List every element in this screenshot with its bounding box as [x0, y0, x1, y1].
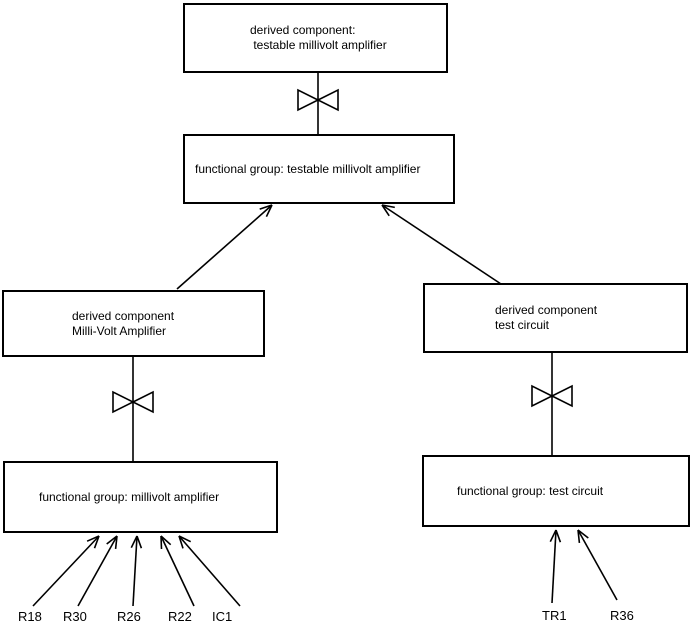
arrowhead [106, 535, 118, 545]
arrow-r36-to-fg-test-circuit [577, 529, 618, 601]
arrowhead [577, 529, 581, 543]
arrowhead [160, 535, 163, 550]
component-label-r30: R30 [63, 609, 87, 624]
node-fg-millivolt-amplifier: functional group: millivolt amplifier [3, 461, 278, 533]
node-derived-testable-amplifier: derived component: testable millivolt am… [183, 3, 448, 73]
component-label-r26: R26 [117, 609, 141, 624]
node-text-line: functional group: test circuit [457, 483, 604, 498]
arrowhead [555, 529, 562, 543]
arrowhead [160, 535, 172, 546]
node-derived-millivolt-amplifier: derived component Milli-Volt Amplifier [2, 290, 265, 357]
component-label-r18: R18 [18, 609, 42, 624]
arrowhead [93, 535, 100, 549]
node-text-line: derived component: [250, 23, 356, 37]
arrow-ic1-to-fg-mva [178, 535, 241, 607]
arrowhead [86, 535, 100, 542]
arrow-r22-to-fg-mva [160, 535, 195, 607]
arrowhead [577, 529, 589, 539]
node-text-line: functional group: testable millivolt amp… [195, 161, 421, 176]
arrowhead [259, 204, 273, 210]
arrow-r26-to-fg-mva [132, 535, 138, 607]
bowtie-icon [112, 390, 154, 414]
node-fg-testable-amplifier: functional group: testable millivolt amp… [183, 134, 455, 204]
arrowhead [381, 204, 395, 209]
component-label-r36: R36 [610, 608, 634, 623]
node-text-line: testable millivolt amplifier [250, 38, 387, 52]
node-text-line: derived component [495, 303, 598, 317]
node-text-line: Milli-Volt Amplifier [72, 323, 167, 338]
arrow-r30-to-fg-mva [77, 535, 118, 607]
bowtie-icon [297, 88, 339, 112]
component-label-ic1: IC1 [212, 609, 233, 624]
arrowhead [136, 535, 143, 549]
arrowhead [130, 535, 138, 549]
node-text-line: test circuit [495, 318, 550, 332]
arrowhead [549, 529, 557, 543]
arrowhead [381, 204, 390, 217]
arrow-r18-to-fg-mva [32, 535, 100, 607]
bowtie-icon [531, 384, 573, 408]
node-text-line: derived component [72, 308, 175, 323]
node-fg-test-circuit: functional group: test circuit [422, 455, 690, 527]
component-label-r22: R22 [168, 609, 192, 624]
node-text-line: functional group: millivolt amplifier [39, 489, 220, 504]
arrowhead [178, 535, 192, 543]
arrowhead [178, 535, 184, 549]
node-derived-test-circuit: derived component test circuit [423, 283, 688, 353]
arrow-derived-mva-to-fg-testable [176, 204, 273, 290]
arrowhead [114, 535, 118, 549]
arrow-tr1-to-fg-test-circuit [551, 529, 557, 604]
arrow-derived-test-circuit-to-fg-testable [381, 204, 502, 285]
component-label-tr1: TR1 [542, 608, 567, 623]
arrowhead [265, 204, 273, 218]
